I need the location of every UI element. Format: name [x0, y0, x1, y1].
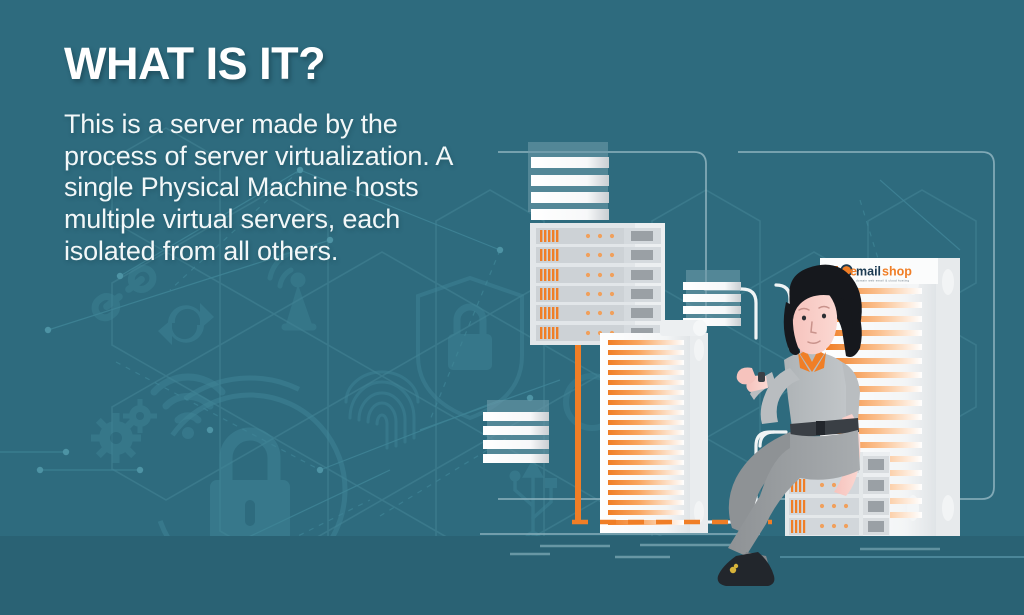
orange-cable-vertical [575, 342, 581, 524]
wristwatch [758, 372, 765, 382]
emailshop-logo: e mail shop domain web email & cloud hos… [833, 264, 912, 283]
floor-plane [0, 533, 1024, 615]
wifi-icon [150, 373, 226, 439]
gears-icon [91, 399, 157, 463]
hair-side-left [783, 302, 800, 355]
logo-letter-e: e [850, 265, 857, 279]
text-block: WHAT IS IT? This is a server made by the… [64, 40, 494, 267]
hair-side-right [846, 300, 862, 357]
head [790, 286, 838, 355]
network-nodes [36, 166, 534, 474]
collar [800, 350, 824, 372]
broadcast-tower-icon [267, 251, 317, 331]
disk-stack-bottom-left [483, 400, 549, 463]
refresh-icon [158, 303, 214, 345]
face-features [801, 313, 827, 321]
hair-front [789, 266, 860, 320]
disk-stack-top-left [528, 142, 609, 220]
blade-stripes [608, 340, 684, 525]
disk-stack-middle [683, 270, 741, 326]
logo-word-mail: mail [856, 265, 881, 279]
shirt [784, 351, 856, 432]
page-title: WHAT IS IT? [64, 38, 326, 89]
fingerprint-icon [344, 370, 420, 450]
link-icon [91, 264, 157, 322]
trousers [728, 430, 860, 556]
shoe-front [717, 552, 775, 586]
left-hand [736, 367, 756, 385]
seated-woman [717, 264, 862, 586]
blade-tower-center [600, 320, 708, 533]
logo-tagline: domain web email & cloud hosting [856, 279, 910, 283]
logo-word-shop: shop [882, 265, 912, 279]
rack-main-left [530, 223, 665, 345]
body-paragraph: This is a server made by the process of … [64, 109, 452, 266]
frame-right [738, 151, 995, 500]
shield-lock-icon [416, 275, 524, 421]
